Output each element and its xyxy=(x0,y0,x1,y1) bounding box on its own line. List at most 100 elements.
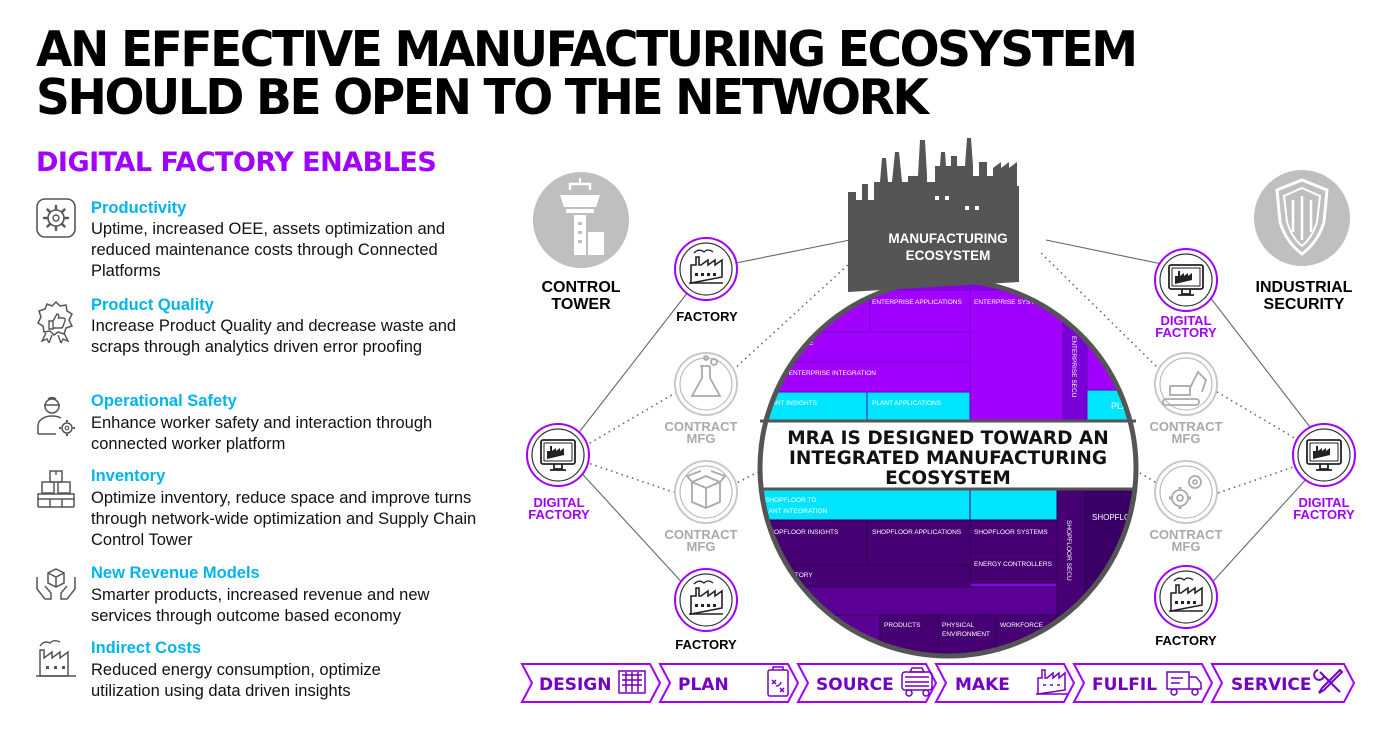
shield-icon xyxy=(1275,178,1329,256)
worker-gear-icon xyxy=(37,396,75,436)
cell-plan: PLAN xyxy=(1111,401,1135,411)
contract-mfg-label-2: MFG xyxy=(1172,539,1201,554)
industrial-security-label-1: INDUSTRIAL xyxy=(1256,279,1353,296)
value-chain-bar: DESIGN PLAN SOURCE MAKE xyxy=(520,662,1356,703)
contract-mfg-label-2: MFG xyxy=(687,431,716,446)
delivery-truck-icon xyxy=(1166,671,1202,696)
factory-label: FACTORY xyxy=(676,309,738,324)
benefit-title: Product Quality xyxy=(91,296,214,314)
contract-mfg-node-right-bottom: CONTRACT MFG xyxy=(1150,460,1223,554)
contract-mfg-node-left-bottom: CONTRACT MFG xyxy=(665,460,738,554)
benefit-description: Increase Product Quality and decrease wa… xyxy=(91,317,457,356)
title-line-1: AN EFFECTIVE MANUFACTURING ECOSYSTEM xyxy=(36,21,1138,78)
mra-center-text: MRA IS DESIGNED TOWARD AN INTEGRATED MAN… xyxy=(787,428,1108,489)
skyline-windows xyxy=(935,196,1037,218)
cell-enterprise-security: ENTERPRISE SECU xyxy=(1070,336,1077,398)
digital-factory-node-right: DIGITAL FACTORY xyxy=(1292,423,1356,522)
benefit-description: Optimize inventory, reduce space and imp… xyxy=(91,489,477,549)
cell-enterprise-applications: ENTERPRISE APPLICATIONS xyxy=(872,299,962,306)
ecosystem-skyline-icon xyxy=(848,138,1019,292)
digital-factory-label-2: FACTORY xyxy=(528,507,590,522)
step-label-make: MAKE xyxy=(955,675,1010,695)
factory-label: FACTORY xyxy=(675,637,737,652)
cell-shopfloor: SHOPFLOO xyxy=(1092,513,1136,522)
factory-icon xyxy=(36,640,76,677)
contract-mfg-label-1: CONTRACT xyxy=(665,527,738,542)
hands-box-icon xyxy=(36,568,76,600)
digital-factory-node-left: DIGITAL FACTORY xyxy=(526,423,590,522)
industrial-security-node: INDUSTRIAL SECURITY xyxy=(1254,170,1353,313)
gears-icon xyxy=(1169,475,1202,509)
contract-mfg-label-2: MFG xyxy=(1172,431,1201,446)
digital-factory-label-1: DIGITAL xyxy=(533,495,584,510)
control-tower-icon xyxy=(560,178,604,255)
factory-node-bottom-left: FACTORY xyxy=(674,568,738,652)
cell-shopfloor-to: SHOPFLOOR TO xyxy=(765,497,816,504)
cell-shopfloor-security: SHOPFLOOR SECU xyxy=(1065,520,1072,581)
plan-document-icon xyxy=(767,666,789,697)
cell-enterprise-systems: ENTERPRISE SYSTEMS xyxy=(974,299,1049,306)
benefit-description: Enhance worker safety and interaction th… xyxy=(91,414,433,453)
cell-enterprise-integration: TO ENTERPRISE INTEGRATION xyxy=(778,370,876,377)
control-tower-label-1: CONTROL xyxy=(541,279,620,296)
step-label-design: DESIGN xyxy=(539,675,611,695)
value-chain-step-make: MAKE xyxy=(955,669,1068,695)
industrial-security-label-2: SECURITY xyxy=(1264,296,1345,313)
excavator-icon xyxy=(1162,370,1208,406)
cell-physical: PHYSICAL xyxy=(942,622,975,629)
contract-mfg-label-1: CONTRACT xyxy=(1150,527,1223,542)
cell-plant-applications: PLANT APPLICATIONS xyxy=(872,400,942,407)
benefit-description: Reduced energy consumption, optimize uti… xyxy=(91,661,381,700)
cell-plant-integration: LANT INTEGRATION xyxy=(765,508,828,515)
title-line-2: SHOULD BE OPEN TO THE NETWORK xyxy=(36,69,929,126)
open-box-icon xyxy=(685,470,727,509)
value-chain-step-fulfil: FULFIL xyxy=(1092,671,1202,696)
flask-icon xyxy=(690,355,722,397)
digital-factory-label-1: DIGITAL xyxy=(1160,313,1211,328)
step-label-source: SOURCE xyxy=(816,675,894,695)
award-thumbs-up-icon xyxy=(37,300,74,343)
benefit-title: Inventory xyxy=(91,467,166,485)
value-chain-step-source: SOURCE xyxy=(816,667,933,697)
cell-products: PRODUCTS xyxy=(884,622,921,629)
mra-architecture-grid: ENTERPRISE APPLICATIONS ENTERPRISE SYSTE… xyxy=(761,281,1136,655)
step-label-service: SERVICE xyxy=(1231,675,1312,695)
benefit-title: Indirect Costs xyxy=(91,639,202,657)
cell-environment: ENVIRONMENT xyxy=(942,631,990,638)
center-line-3: ECOSYSTEM xyxy=(885,468,1011,489)
contract-mfg-label-1: CONTRACT xyxy=(1150,419,1223,434)
benefit-description: Smarter products, increased revenue and … xyxy=(91,586,430,625)
truck-source-icon xyxy=(901,667,933,697)
ecosystem-label: MANUFACTURING ECOSYSTEM xyxy=(888,231,1007,263)
factory-node-top-left: FACTORY xyxy=(674,237,738,324)
section-subtitle: DIGITAL FACTORY ENABLES xyxy=(36,147,437,178)
blueprint-icon xyxy=(618,670,646,694)
contract-mfg-node-left-top: CONTRACT MFG xyxy=(665,352,738,446)
dotted-connectors xyxy=(584,251,1309,496)
contract-mfg-label-2: MFG xyxy=(687,539,716,554)
control-tower-node: CONTROL TOWER xyxy=(533,172,629,313)
cell-shopfloor-systems: SHOPFLOOR SYSTEMS xyxy=(974,529,1048,536)
factory-label: FACTORY xyxy=(1155,633,1217,648)
contract-mfg-node-right-top: CONTRACT MFG xyxy=(1150,352,1223,446)
ecosystem-line-1: MANUFACTURING xyxy=(888,231,1007,246)
cell-shopfloor-applications: SHOPFLOOR APPLICATIONS xyxy=(872,529,962,536)
step-label-fulfil: FULFIL xyxy=(1092,675,1157,695)
factory-node-bottom-right: FACTORY xyxy=(1154,565,1218,648)
control-tower-label-2: TOWER xyxy=(551,296,611,313)
benefit-description: Uptime, increased OEE, assets optimizati… xyxy=(91,220,446,280)
digital-factory-node-top-right: DIGITAL FACTORY xyxy=(1154,248,1218,340)
contract-mfg-label-1: CONTRACT xyxy=(665,419,738,434)
value-chain-step-plan: PLAN xyxy=(678,666,789,697)
digital-factory-label-2: FACTORY xyxy=(1293,507,1355,522)
digital-factory-label-2: FACTORY xyxy=(1155,325,1217,340)
benefit-title: Productivity xyxy=(91,199,187,217)
benefit-title: Operational Safety xyxy=(91,392,237,410)
factory-make-icon xyxy=(1036,669,1068,695)
cell-workforce: WORKFORCE xyxy=(1000,622,1044,629)
page-title: AN EFFECTIVE MANUFACTURING ECOSYSTEM SHO… xyxy=(36,21,1138,126)
center-line-2: INTEGRATED MANUFACTURING xyxy=(789,448,1107,469)
wrench-screwdriver-icon xyxy=(1313,668,1344,694)
cell-plant-insights: LANT INSIGHTS xyxy=(768,400,818,407)
